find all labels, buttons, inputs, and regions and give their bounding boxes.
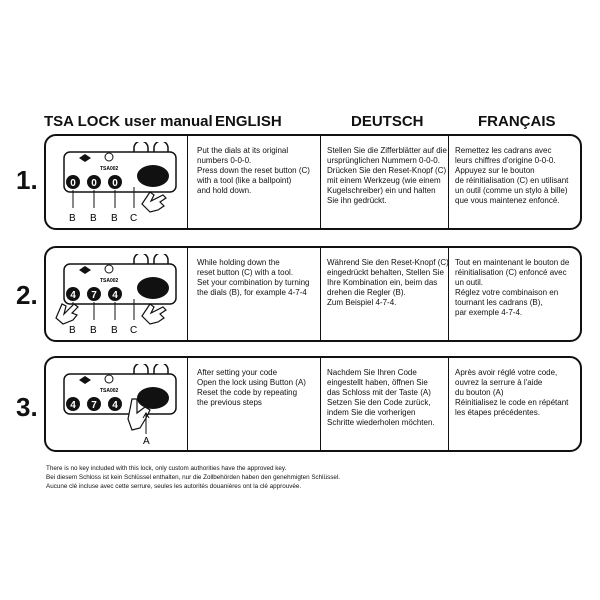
english-instruction: After setting your code Open the lock us… (197, 368, 306, 407)
dial-3-digit: 4 (112, 400, 118, 411)
label-c: C (130, 325, 137, 336)
dial-3-digit: 4 (112, 290, 118, 301)
tsa-diamond-icon (79, 266, 91, 274)
reset-button (137, 277, 169, 299)
manual-title: TSA LOCK user manual (44, 113, 213, 130)
dial-1: 0 (66, 175, 80, 189)
dial-1-digit: 4 (70, 290, 76, 301)
lock-brand: TSA002 (100, 388, 119, 394)
lock-brand: TSA002 (100, 166, 119, 172)
keyhole-icon (104, 374, 114, 384)
hand-pointer-icon (141, 303, 167, 325)
keyhole-icon (104, 152, 114, 162)
francais-instruction: Après avoir réglé votre code, ouvrez la … (455, 368, 569, 417)
column-divider (187, 358, 188, 450)
column-divider (187, 136, 188, 228)
footer-note-deutsch: Bei diesem Schloss ist kein Schlüssel en… (46, 474, 341, 481)
lock-illustration: TSA002 4 7 4 B B B C (55, 254, 177, 336)
step-number: 3. (16, 392, 38, 422)
dial-3-digit: 0 (112, 178, 118, 189)
column-divider (320, 248, 321, 340)
dial-2-digit: 7 (91, 400, 97, 411)
hand-pointer-icon (127, 398, 151, 431)
arrow-up-icon (142, 412, 150, 419)
deutsch-instruction: Nachdem Sie Ihren Code eingestellt haben… (327, 368, 435, 427)
hand-pointer-icon (141, 191, 167, 213)
tsa-diamond-icon (79, 154, 91, 162)
hand-pointer-icon (55, 303, 79, 325)
label-b: B (111, 213, 118, 224)
step-row-3: TSA002 4 7 4 A After setting your code O… (44, 356, 582, 452)
dial-2-digit: 0 (91, 178, 97, 189)
label-b: B (90, 213, 97, 224)
column-divider (320, 358, 321, 450)
label-b: B (69, 325, 76, 336)
label-b: B (69, 213, 76, 224)
open-button (137, 387, 169, 409)
step-row-1: TSA002 0 0 0 B B B C Put the dials at it… (44, 134, 582, 230)
english-header: ENGLISH (215, 113, 282, 130)
deutsch-instruction: Während Sie den Reset-Knopf (C) eingedrü… (327, 258, 449, 307)
lock-brand: TSA002 (100, 278, 119, 284)
label-b: B (111, 325, 118, 336)
lock-shackle (133, 142, 169, 152)
reset-button (137, 165, 169, 187)
deutsch-instruction: Stellen Sie die Zifferblätter auf die ur… (327, 146, 447, 205)
lock-shackle (133, 254, 169, 264)
dial-1-digit: 4 (70, 400, 76, 411)
step-number: 1. (16, 165, 38, 195)
label-c: C (130, 213, 137, 224)
english-instruction: While holding down the reset button (C) … (197, 258, 310, 297)
step-number: 2. (16, 280, 38, 310)
dial-2: 7 (87, 287, 101, 301)
tsa-diamond-icon (79, 376, 91, 384)
keyhole-icon (104, 264, 114, 274)
footer-note-english: There is no key included with this lock,… (46, 465, 287, 472)
lock-illustration: TSA002 4 7 4 A (63, 364, 177, 447)
column-divider (187, 248, 188, 340)
francais-header: FRANÇAIS (478, 113, 556, 130)
dial-3: 0 (108, 175, 122, 189)
dial-3: 4 (108, 397, 122, 411)
deutsch-header: DEUTSCH (351, 113, 424, 130)
column-divider (448, 358, 449, 450)
francais-instruction: Tout en maintenant le bouton de réinitia… (455, 258, 570, 317)
step-row-2: TSA002 4 7 4 B B B C While holding down … (44, 246, 582, 342)
column-divider (320, 136, 321, 228)
dial-2: 7 (87, 397, 101, 411)
footer-note-francais: Aucune clé incluse avec cette serrure, s… (46, 483, 302, 490)
lock-illustration: TSA002 0 0 0 B B B C (63, 142, 177, 224)
english-instruction: Put the dials at its original numbers 0-… (197, 146, 310, 195)
lock-shackle (133, 364, 169, 374)
francais-instruction: Remettez les cadrans avec leurs chiffres… (455, 146, 569, 205)
dial-1: 4 (66, 397, 80, 411)
dial-3: 4 (108, 287, 122, 301)
dial-1-digit: 0 (70, 178, 76, 189)
label-a: A (143, 436, 150, 447)
dial-2: 0 (87, 175, 101, 189)
column-divider (448, 136, 449, 228)
label-b: B (90, 325, 97, 336)
dial-2-digit: 7 (91, 290, 97, 301)
dial-1: 4 (66, 287, 80, 301)
column-divider (448, 248, 449, 340)
